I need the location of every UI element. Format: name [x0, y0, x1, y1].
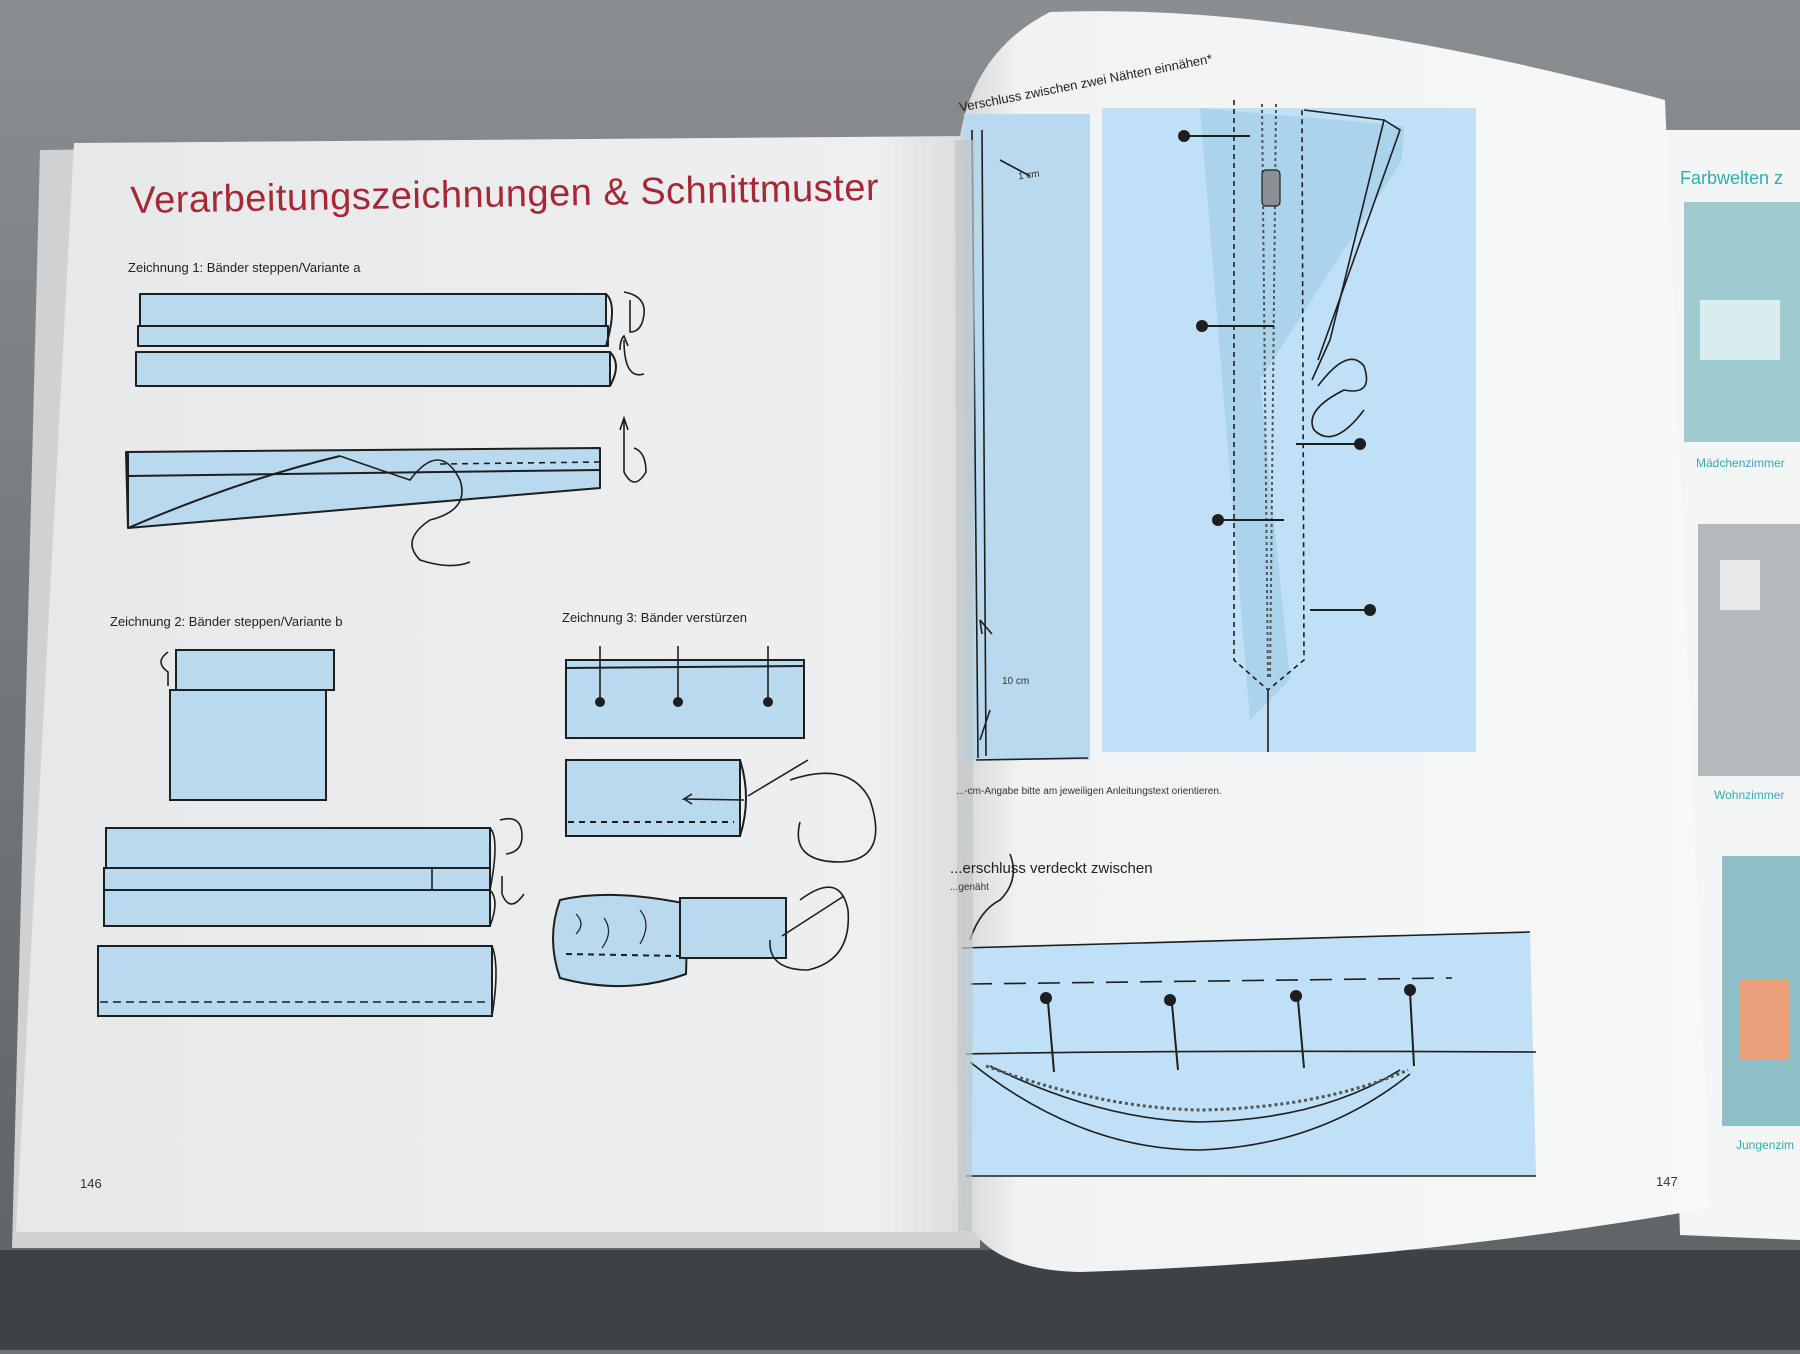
page-number-right: 147 — [1656, 1174, 1678, 1189]
next-book-label-2: Wohnzimmer — [1714, 788, 1785, 802]
pin-head — [763, 697, 773, 707]
dimension-label-2: 10 cm — [1002, 676, 1030, 687]
caption-drawing-3: Zeichnung 3: Bänder verstürzen — [562, 610, 747, 625]
page-number-left: 146 — [80, 1176, 102, 1191]
caption-drawing-1: Zeichnung 1: Bänder steppen/Variante a — [128, 260, 361, 275]
heading-hidden-zipper-2: ...genäht — [950, 882, 989, 893]
fabric-strip-bottom — [962, 932, 1536, 1176]
next-book-label-3: Jungenzim — [1736, 1138, 1795, 1152]
zipper-teeth-bottom — [985, 1064, 1409, 1112]
heading-hidden-zipper-1: ...erschluss verdeckt zwischen — [950, 860, 1153, 877]
pin-head — [595, 697, 605, 707]
footnote: ...-cm-Angabe bitte am jeweiligen Anleit… — [956, 786, 1222, 797]
table-edge — [0, 1250, 1800, 1350]
next-book-title: Farbwelten z — [1680, 168, 1784, 188]
pin-heads-right — [1178, 130, 1376, 616]
zipper-pull — [1261, 169, 1281, 207]
caption-drawing-2: Zeichnung 2: Bänder steppen/Variante b — [110, 614, 343, 629]
pin-head — [673, 697, 683, 707]
next-book-label-1: Mädchenzimmer — [1696, 456, 1785, 470]
